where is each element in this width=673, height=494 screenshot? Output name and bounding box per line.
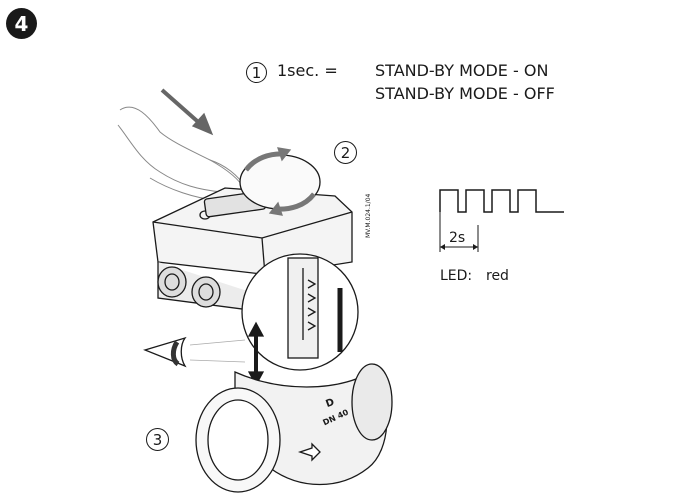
led-color-label: red [486, 268, 509, 284]
hand-icon [117, 106, 247, 201]
press-arrow-icon [160, 88, 214, 136]
step-number-badge: 4 [6, 8, 37, 39]
period-label: 2s [449, 230, 466, 246]
rotate-arrows-icon [239, 147, 321, 216]
magnifier-detail [241, 253, 359, 371]
step-marker-2: 2 [334, 141, 357, 164]
step-marker-1: 1 [246, 62, 267, 83]
step-marker-3: 3 [146, 428, 169, 451]
led-label: LED: [440, 268, 473, 284]
actuator-housing [152, 187, 353, 313]
standby-on-label: STAND-BY MODE - ON [375, 61, 549, 80]
valve-body [195, 363, 393, 493]
eye-icon [143, 336, 246, 368]
standby-off-label: STAND-BY MODE - OFF [375, 84, 555, 103]
duration-label: 1sec. = [277, 61, 338, 80]
